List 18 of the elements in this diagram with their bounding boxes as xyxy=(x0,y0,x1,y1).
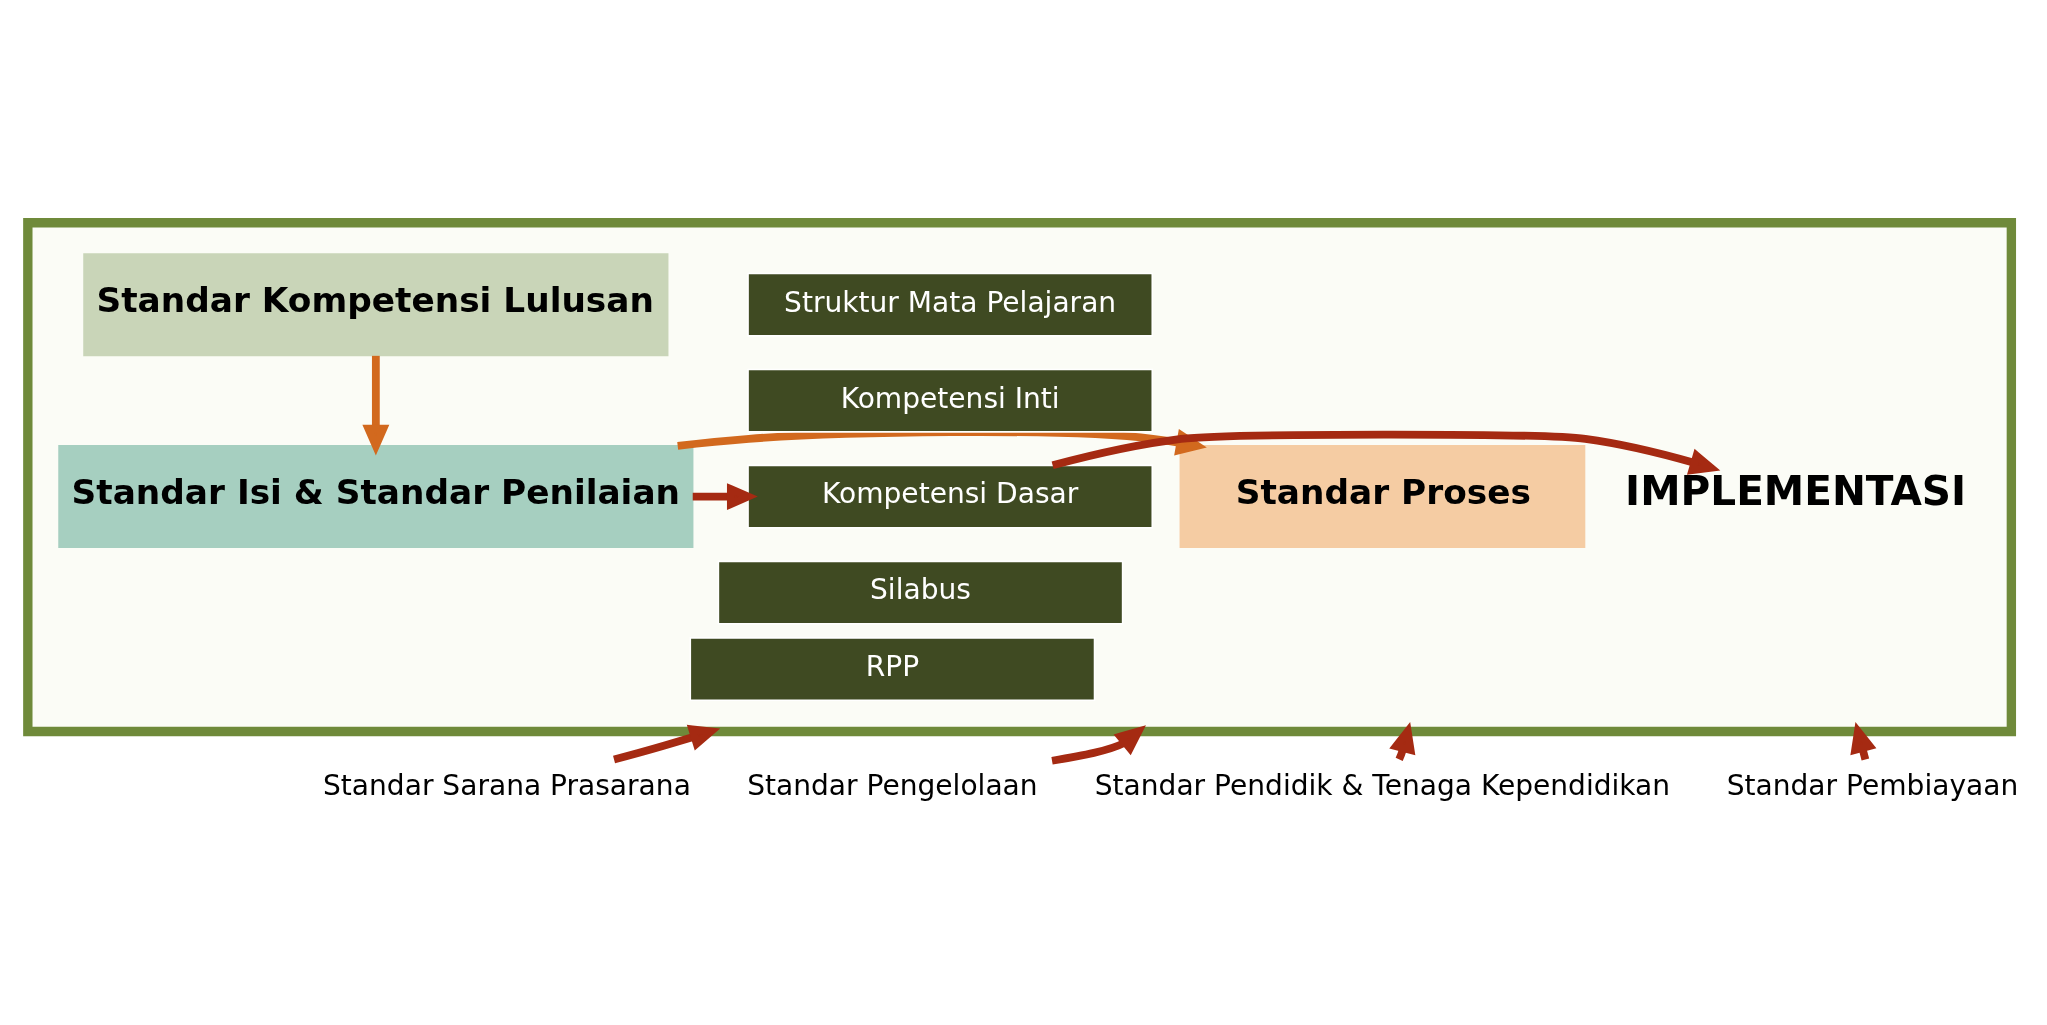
node-text: Standar Sarana Prasarana xyxy=(323,768,691,802)
node-box: Struktur Mata Pelajaran xyxy=(747,272,1154,337)
node-box: Standar Proses xyxy=(1179,444,1586,548)
arrow xyxy=(692,482,758,510)
node-box: RPP xyxy=(689,636,1096,701)
node-text: IMPLEMENTASI xyxy=(1625,466,1967,515)
node-box: Kompetensi Inti xyxy=(747,368,1154,433)
node-box: Kompetensi Dasar xyxy=(747,464,1154,529)
arrow xyxy=(613,724,721,763)
node-text: Standar Pembiayaan xyxy=(1726,768,2019,802)
node-box: Standar Isi & Standar Penilaian xyxy=(58,444,694,548)
node-text: Standar Pengelolaan xyxy=(747,768,1038,802)
arrow xyxy=(362,355,390,455)
node-box: Standar Kompetensi Lulusan xyxy=(83,252,669,356)
arrow xyxy=(1051,724,1146,765)
cluster xyxy=(23,217,2017,736)
node-text: Standar Pendidik & Tenaga Kependidikan xyxy=(1094,768,1671,802)
node-box: Silabus xyxy=(717,560,1124,625)
